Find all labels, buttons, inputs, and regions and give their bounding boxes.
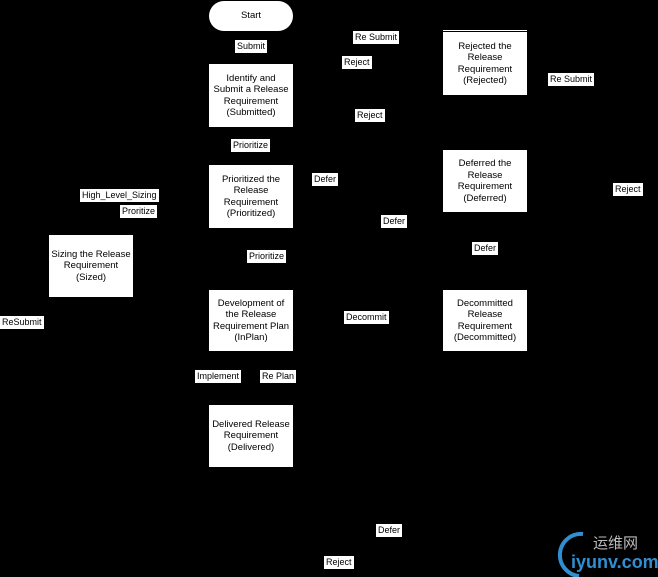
transition-resubmit: Re Submit [353, 31, 400, 44]
transition-decommit: Decommit [344, 311, 389, 324]
state-deferred: Deferred the Release Requirement (Deferr… [443, 150, 527, 212]
transition-defer: Defer [381, 215, 408, 228]
state-start: Start [209, 1, 293, 31]
watermark-logo: 运维网 iyunv.com [553, 530, 658, 577]
watermark-cn: 运维网 [593, 535, 639, 552]
transition-proritize: Proritize [120, 205, 158, 218]
watermark-en: iyunv.com [571, 552, 658, 572]
divider-line [443, 30, 527, 31]
state-inplan: Development of the Release Requirement P… [209, 290, 293, 351]
swoosh-icon [557, 531, 584, 577]
transition-reject: Reject [324, 556, 354, 569]
transition-prioritize: Prioritize [247, 250, 287, 263]
transition-high-level-sizing: High_Level_Sizing [80, 189, 159, 202]
transition-submit: Submit [235, 40, 268, 53]
state-sized: Sizing the Release Requirement (Sized) [49, 235, 133, 297]
transition-defer: Defer [312, 173, 339, 186]
state-delivered: Delivered Release Requirement (Delivered… [209, 405, 293, 467]
transition-resubmit: ReSubmit [0, 316, 44, 329]
transition-prioritize: Prioritize [231, 139, 271, 152]
transition-reject: Reject [355, 109, 385, 122]
transition-reject: Reject [342, 56, 372, 69]
transition-implement: Implement [195, 370, 242, 383]
transition-replan: Re Plan [260, 370, 297, 383]
state-submitted: Identify and Submit a Release Requiremen… [209, 64, 293, 127]
transition-resubmit: Re Submit [548, 73, 595, 86]
transition-defer: Defer [376, 524, 403, 537]
state-decommitted: Decommitted Release Requirement (Decommi… [443, 290, 527, 351]
state-rejected: Rejected the Release Requirement (Reject… [443, 32, 527, 95]
transition-defer: Defer [472, 242, 499, 255]
transition-reject: Reject [613, 183, 643, 196]
state-prioritized: Prioritized the Release Requirement (Pri… [209, 165, 293, 228]
